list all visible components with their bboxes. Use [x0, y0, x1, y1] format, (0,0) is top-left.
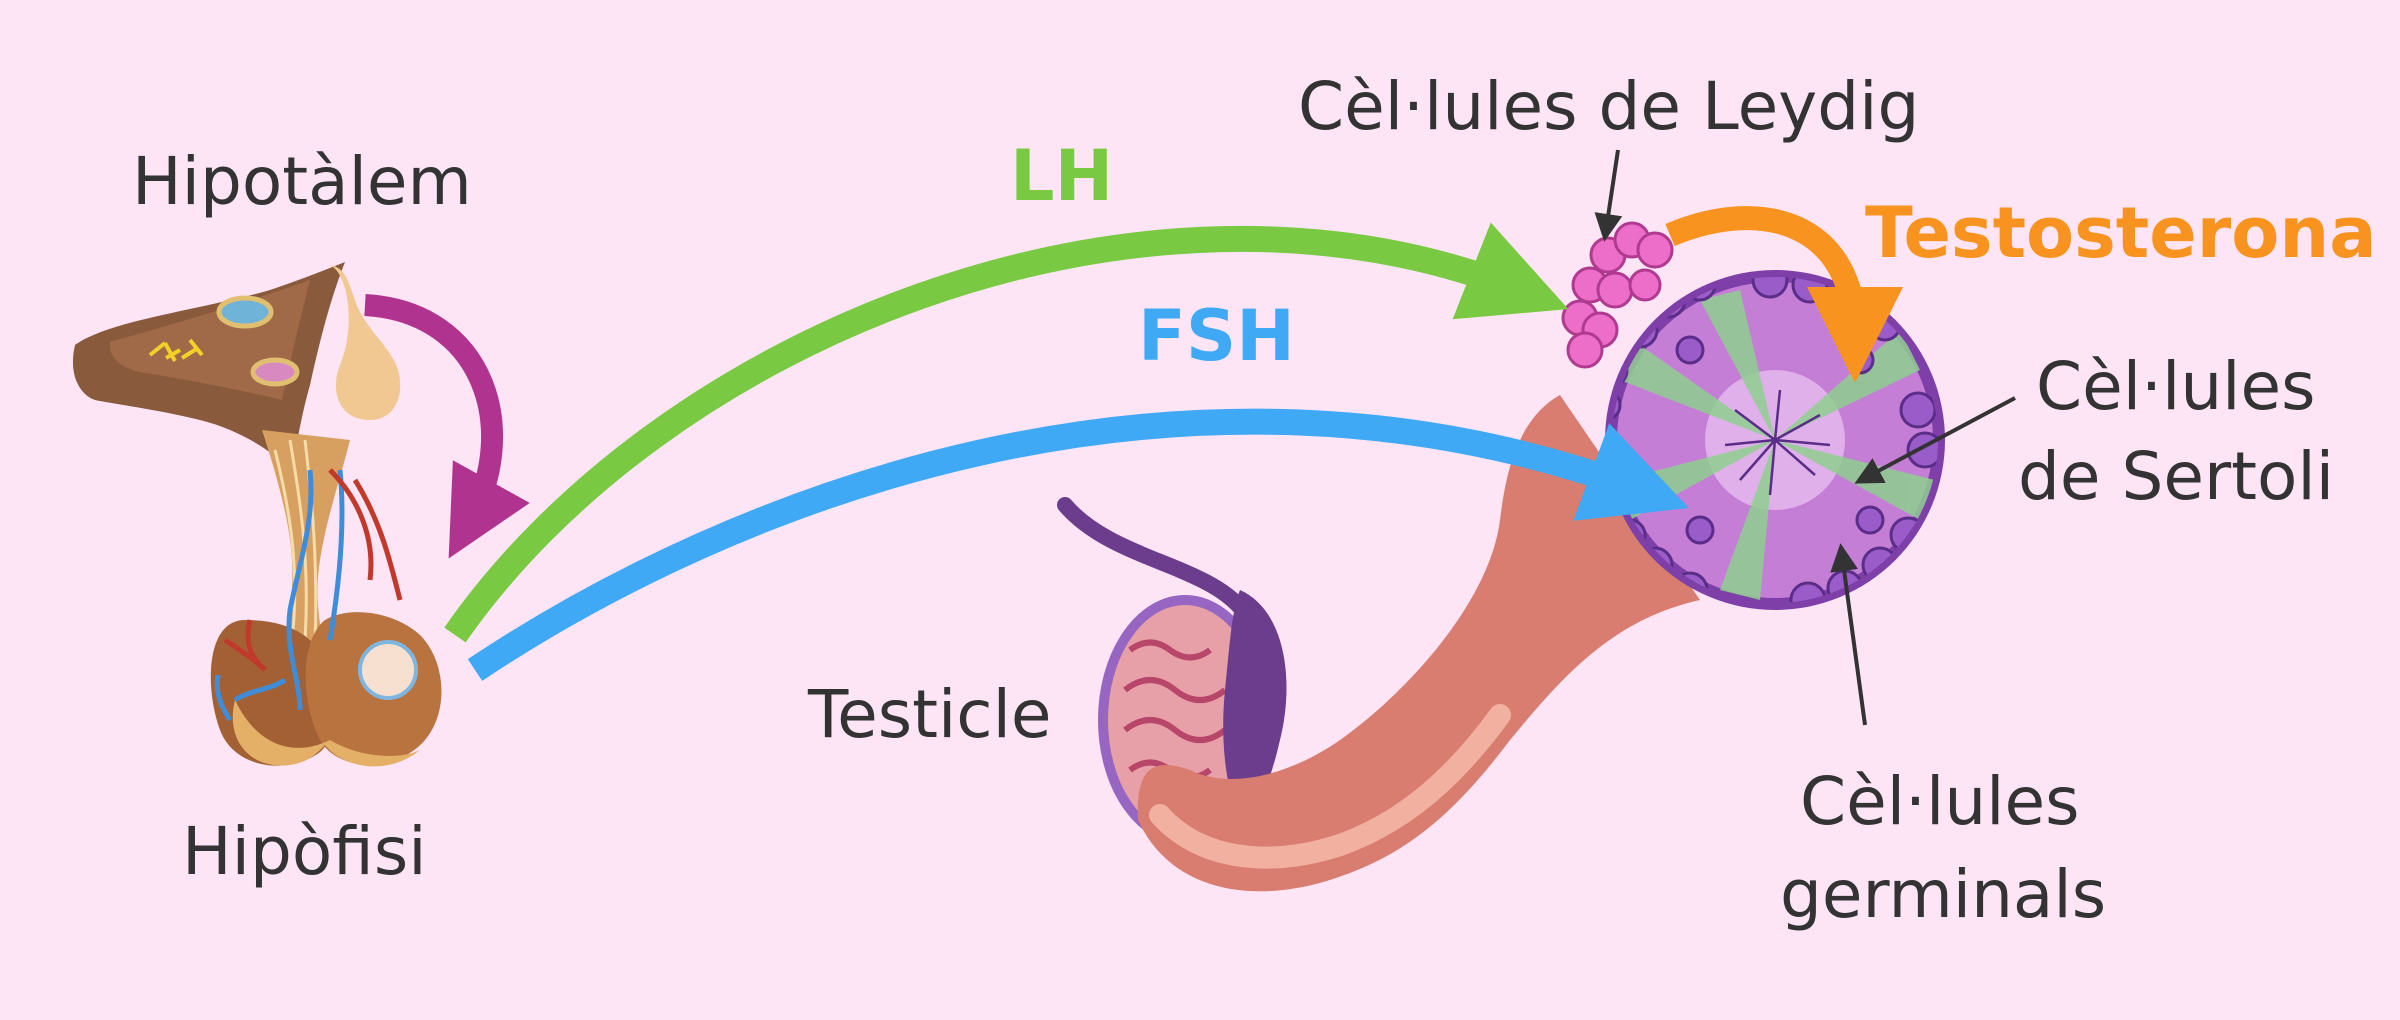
neurons-yellow: [148, 338, 204, 362]
third-ventricle: [330, 265, 401, 420]
fsh-arrow: [467, 408, 1689, 681]
sperm-tails: [1724, 389, 1831, 496]
portal-vessels-blue: [214, 469, 345, 722]
arteries-red: [223, 468, 403, 672]
seminiferous-coils: [1123, 639, 1227, 808]
leydig-cells: [1561, 221, 1674, 369]
label-germinal-line1: Cèl·lules: [1800, 763, 2080, 840]
label-testicle: Testicle: [808, 676, 1052, 753]
epididymis: [1223, 590, 1287, 830]
leydig-callout: [1594, 149, 1623, 242]
label-testosterone: Testosterona: [1865, 192, 2377, 274]
label-pituitary: Hipòfisi: [182, 813, 427, 890]
magnification-cone-highlight: [1149, 704, 1511, 869]
label-germinal-line2: germinals: [1780, 856, 2107, 933]
label-lh: LH: [1010, 135, 1114, 217]
germinal-callout: [1830, 543, 1867, 726]
sertoli-callout: [1854, 396, 2016, 484]
magnification-cone: [1137, 395, 1700, 892]
pituitary-illustration: [72, 262, 442, 767]
nucleus-blue: [216, 295, 274, 329]
label-leydig-cells: Cèl·lules de Leydig: [1298, 68, 1920, 145]
label-sertoli-line2: de Sertoli: [2018, 438, 2335, 515]
label-hypothalamus: Hipotàlem: [132, 143, 472, 220]
hypothalamus-to-pituitary-arrow: [364, 294, 530, 559]
nucleus-pink: [250, 357, 300, 387]
testosterone-arrow: [1665, 206, 1903, 383]
secretory-cluster: [358, 640, 418, 700]
label-sertoli-line1: Cèl·lules: [2036, 348, 2316, 425]
pituitary-base: [232, 700, 420, 767]
stalk-fibers: [273, 439, 318, 646]
lh-arrow: [444, 222, 1569, 643]
label-fsh: FSH: [1138, 295, 1295, 377]
